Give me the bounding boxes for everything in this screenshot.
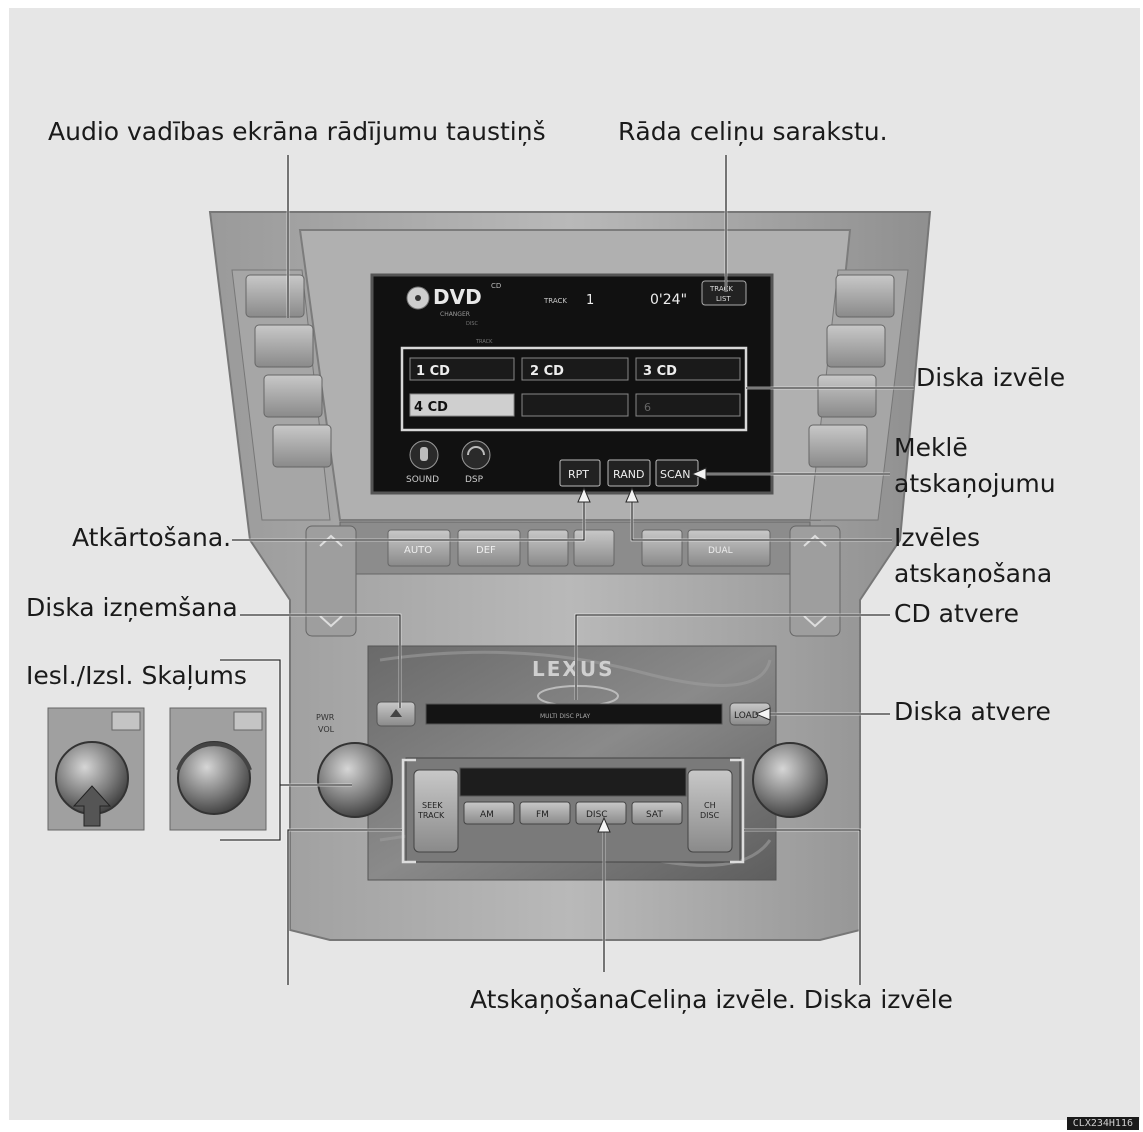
arrow-icon <box>597 816 611 833</box>
press-arrow-icon <box>72 785 112 827</box>
svg-text:VOL: VOL <box>318 725 335 734</box>
screen-time: 0'24" <box>650 292 687 308</box>
display-screen <box>370 273 774 495</box>
disc-button-5[interactable] <box>521 393 629 417</box>
svg-text:DISC: DISC <box>586 810 608 820</box>
disc-label-3: 3 CD <box>643 364 677 379</box>
svg-text:FM: FM <box>536 810 549 820</box>
label-random-1: Izvēles <box>894 523 981 552</box>
radio-display <box>459 767 687 797</box>
disc-button-3[interactable] <box>635 357 741 381</box>
track-list-button[interactable] <box>701 280 747 306</box>
label-scan-2: atskaņojumu <box>894 469 1056 498</box>
rpt-button[interactable] <box>559 459 601 487</box>
rpt-label: RPT <box>568 468 589 481</box>
disc-label-1: 1 CD <box>416 364 450 379</box>
inset-knob-turn-dial <box>177 741 251 815</box>
climate-button <box>573 529 615 567</box>
figure-code: CLX234H116 <box>1066 1117 1139 1130</box>
load-label: LOAD <box>734 711 759 721</box>
svg-text:TRACK: TRACK <box>709 285 733 293</box>
left-side-button <box>254 324 314 368</box>
disc-button-6[interactable] <box>635 393 741 417</box>
rand-label: RAND <box>613 468 644 481</box>
arrow-icon <box>690 467 707 481</box>
label-power-volume: Iesl./Izsl. Skaļums <box>26 661 247 690</box>
right-temp-control <box>789 525 841 637</box>
disc-label-2: 2 CD <box>530 364 564 379</box>
cd-slot <box>425 703 723 725</box>
arrow-icon <box>625 486 639 503</box>
slot-label: MULTI DISC PLAY <box>540 713 590 720</box>
dsp-label: DSP <box>465 475 484 485</box>
left-side-button <box>263 374 323 418</box>
label-audio-screen-button: Audio vadības ekrāna rādījumu taustiņš <box>48 117 546 146</box>
screen-logo: DVD <box>433 285 482 309</box>
am-button[interactable] <box>463 801 515 825</box>
climate-button <box>527 529 569 567</box>
disc-button-1[interactable] <box>409 357 515 381</box>
label-scan-1: Meklē <box>894 433 968 462</box>
rotate-arrow-icon <box>176 742 252 771</box>
sound-label: SOUND <box>406 475 439 485</box>
svg-text:SAT: SAT <box>646 810 663 820</box>
disc-button-2[interactable] <box>521 357 629 381</box>
right-side-button <box>808 424 868 468</box>
svg-text:TRACK: TRACK <box>475 339 493 345</box>
ch-disc-button[interactable] <box>687 769 733 853</box>
label-bottom-caption: AtskaņošanaCeliņa izvēle. Diska izvēle <box>470 985 953 1014</box>
band-buttons <box>463 801 683 825</box>
climate-dual-label: DUAL <box>708 546 733 556</box>
right-side-button <box>826 324 886 368</box>
screen-track-label: TRACK <box>543 297 567 305</box>
climate-button <box>641 529 683 567</box>
label-repeat: Atkārtošana. <box>72 523 232 552</box>
right-side-button <box>817 374 877 418</box>
screen-logo-sub: CHANGER <box>440 311 470 318</box>
svg-text:SEEK: SEEK <box>422 801 443 810</box>
disc-label-4: 4 CD <box>414 400 448 415</box>
screen-track-number: 1 <box>586 293 594 308</box>
climate-auto-label: AUTO <box>404 545 432 556</box>
disc-buttons <box>409 357 741 417</box>
tune-knob[interactable] <box>752 742 828 818</box>
label-random-2: atskaņošana <box>894 559 1053 588</box>
dsp-icon[interactable] <box>461 440 491 470</box>
label-disc-select: Diska izvēle <box>916 363 1066 392</box>
left-side-buttons <box>245 274 332 468</box>
disc-label-6: 6 <box>644 401 651 414</box>
rand-button[interactable] <box>607 459 651 487</box>
label-disc-slot: Diska atvere <box>894 697 1051 726</box>
seek-track-button[interactable] <box>413 769 459 853</box>
leader-lines-dark <box>220 155 914 985</box>
fm-button[interactable] <box>519 801 571 825</box>
label-cd-slot: CD atvere <box>894 599 1020 628</box>
right-side-button <box>835 274 895 318</box>
svg-text:PWR: PWR <box>316 713 335 722</box>
arrow-icon <box>754 707 771 721</box>
power-volume-knob[interactable] <box>317 742 393 818</box>
brand-logo: LEXUS <box>532 657 614 681</box>
screen-cd-tag: CD <box>491 282 501 290</box>
right-side-buttons <box>808 274 895 468</box>
scan-label: SCAN <box>660 468 690 481</box>
svg-text:LIST: LIST <box>716 295 731 303</box>
arrow-icon <box>577 486 591 503</box>
svg-text:DISC: DISC <box>700 811 720 820</box>
climate-def-label: DEF <box>476 545 496 556</box>
label-track-list: Rāda celiņu sarakstu. <box>618 117 888 146</box>
sat-button[interactable] <box>631 801 683 825</box>
arrowheads <box>577 467 771 833</box>
svg-text:AM: AM <box>480 810 494 820</box>
svg-text:DISC: DISC <box>466 321 478 327</box>
svg-text:CH: CH <box>704 801 716 810</box>
disc-button-4[interactable] <box>409 393 515 417</box>
svg-text:TRACK: TRACK <box>417 811 445 820</box>
left-side-button <box>272 424 332 468</box>
left-side-button <box>245 274 305 318</box>
label-disc-eject: Diska izņemšana <box>26 593 238 622</box>
left-temp-control <box>305 525 357 637</box>
